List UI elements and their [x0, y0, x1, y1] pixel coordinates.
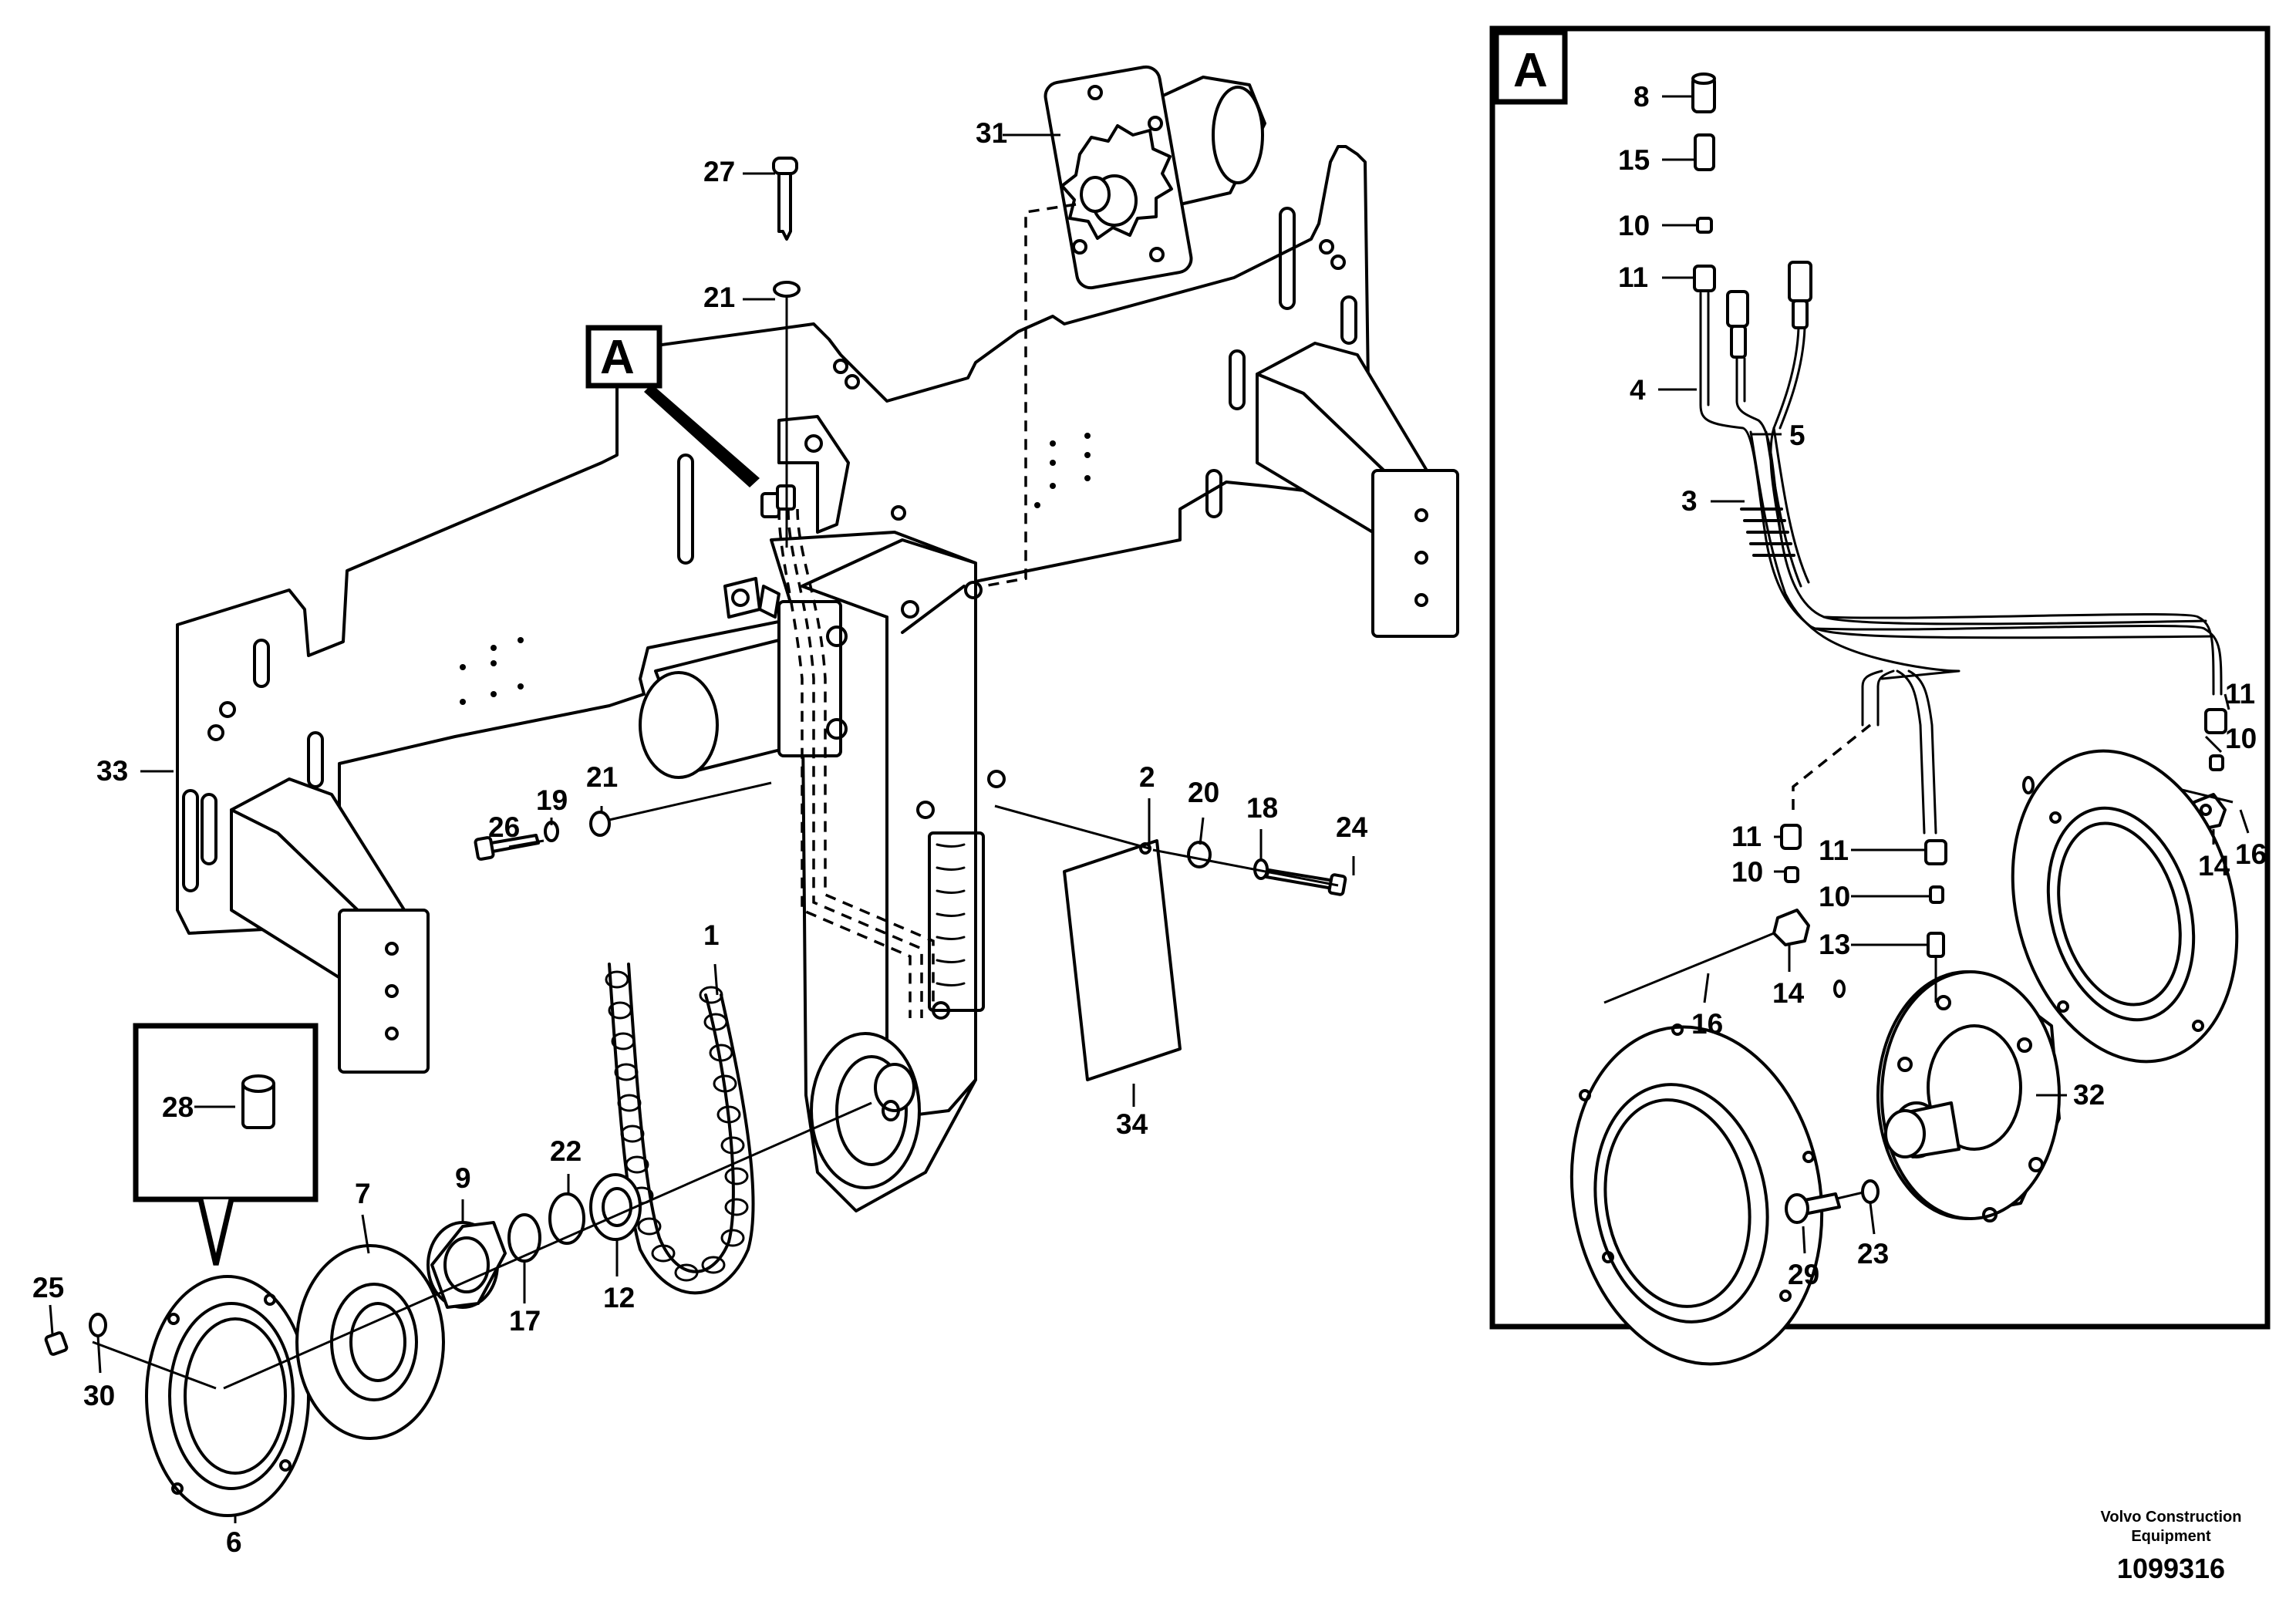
callout-14b[interactable]: 14 [2198, 850, 2230, 882]
callout-15[interactable]: 15 [1618, 144, 1650, 176]
callout-27[interactable]: 27 [703, 156, 735, 187]
drawing-number: 1099316 [2117, 1553, 2225, 1584]
callout-33[interactable]: 33 [96, 755, 128, 787]
hardware-main [474, 157, 1347, 896]
callout-29[interactable]: 29 [1788, 1259, 1819, 1290]
callout-34[interactable]: 34 [1116, 1108, 1148, 1140]
callout-18[interactable]: 18 [1246, 792, 1278, 824]
callout-26[interactable]: 26 [488, 811, 520, 843]
callout-31[interactable]: 31 [976, 117, 1007, 149]
callout-24[interactable]: 24 [1336, 811, 1368, 843]
inset-label-a: A [1513, 44, 1548, 97]
chain [605, 963, 755, 1295]
callout-19[interactable]: 19 [536, 784, 568, 816]
callout-21b[interactable]: 21 [586, 761, 618, 793]
callout-13[interactable]: 13 [1819, 929, 1850, 960]
callout-16b[interactable]: 16 [2235, 838, 2267, 870]
callout-22[interactable]: 22 [550, 1135, 582, 1167]
drive-motor [1043, 65, 1266, 290]
callout-17[interactable]: 17 [509, 1305, 541, 1337]
callout-12[interactable]: 12 [603, 1282, 635, 1313]
callout-6[interactable]: 6 [226, 1526, 242, 1558]
callout-11b[interactable]: 11 [2225, 678, 2255, 710]
callout-11a[interactable]: 11 [1618, 261, 1648, 293]
callout-11d[interactable]: 11 [1819, 835, 1849, 866]
callout-30[interactable]: 30 [83, 1380, 115, 1411]
inset-panel-a: A [1489, 25, 2271, 1366]
callout-7[interactable]: 7 [355, 1178, 371, 1209]
callout-25[interactable]: 25 [32, 1272, 64, 1303]
callout-10b[interactable]: 10 [2225, 723, 2257, 754]
callout-8[interactable]: 8 [1633, 81, 1650, 113]
callout-28[interactable]: 28 [162, 1091, 194, 1123]
callout-3[interactable]: 3 [1681, 485, 1698, 517]
detail-marker-a[interactable]: A [600, 331, 635, 384]
callout-11c[interactable]: 11 [1731, 821, 1762, 852]
callout-10d[interactable]: 10 [1819, 881, 1850, 912]
callout-1[interactable]: 1 [703, 919, 720, 951]
callout-21a[interactable]: 21 [703, 282, 735, 313]
company-name-line1: Volvo Construction [2101, 1509, 2242, 1526]
cover-plate [1063, 839, 1182, 1081]
callout-10c[interactable]: 10 [1731, 856, 1763, 888]
lower-shaft-parts [44, 1023, 872, 1517]
callout-16a[interactable]: 16 [1691, 1008, 1723, 1040]
callout-4[interactable]: 4 [1630, 374, 1646, 406]
company-name-line2: Equipment [2131, 1528, 2211, 1545]
chain-case [639, 415, 1006, 1212]
callout-32[interactable]: 32 [2073, 1079, 2105, 1111]
callout-9[interactable]: 9 [455, 1162, 471, 1194]
main-callouts: A 27 21 31 33 1 2 20 18 24 26 19 21 34 7… [32, 117, 1368, 1558]
callout-5[interactable]: 5 [1789, 420, 1805, 451]
main-leaders [49, 133, 1355, 1523]
callout-2[interactable]: 2 [1139, 761, 1155, 793]
callout-10a[interactable]: 10 [1618, 210, 1650, 241]
callout-23[interactable]: 23 [1857, 1238, 1889, 1270]
drawing-footer: Volvo Construction Equipment 1099316 [2101, 1509, 2242, 1584]
callout-14a[interactable]: 14 [1772, 977, 1805, 1009]
callout-20[interactable]: 20 [1188, 777, 1219, 808]
